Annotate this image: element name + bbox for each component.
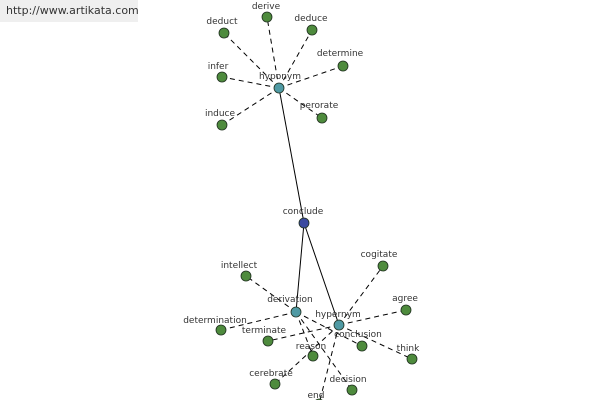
node-dot-terminate[interactable]	[262, 335, 274, 347]
node-dot-determine[interactable]	[337, 60, 349, 72]
node-deduct[interactable]: deduct	[206, 17, 238, 39]
edge-layer	[220, 16, 413, 400]
node-induce[interactable]: induce	[205, 109, 236, 131]
node-dot-reason[interactable]	[307, 350, 319, 362]
node-dot-derivation[interactable]	[290, 306, 302, 318]
node-label-intellect: intellect	[221, 261, 258, 271]
node-label-infer: infer	[208, 62, 229, 72]
edge-conclude-derivation	[295, 222, 305, 313]
node-decision[interactable]: decision	[329, 375, 367, 396]
node-dot-conclusion[interactable]	[356, 340, 368, 352]
node-label-reason: reason	[296, 342, 326, 352]
node-label-perorate: perorate	[300, 101, 339, 111]
node-dot-hypernym[interactable]	[333, 319, 345, 331]
node-label-determine: determine	[317, 49, 364, 59]
edge-conclude-hyponym	[278, 87, 305, 224]
node-label-end: end	[308, 391, 325, 400]
node-derive[interactable]: derive	[252, 2, 281, 23]
node-label-derive: derive	[252, 2, 281, 12]
node-dot-intellect[interactable]	[240, 270, 252, 282]
node-end[interactable]: end	[308, 391, 325, 400]
node-determination[interactable]: determination	[183, 316, 247, 336]
node-dot-infer[interactable]	[216, 71, 228, 83]
node-derivation[interactable]: derivation	[267, 295, 313, 318]
node-dot-hyponym[interactable]	[273, 82, 285, 94]
edge-derivation-intellect	[245, 275, 297, 313]
node-dot-cerebrate[interactable]	[269, 378, 281, 390]
edge-hyponym-deduct	[223, 32, 280, 89]
node-dot-perorate[interactable]	[316, 112, 328, 124]
node-label-derivation: derivation	[267, 295, 313, 305]
node-terminate[interactable]: terminate	[242, 326, 287, 347]
node-label-hyponym: hyponym	[259, 72, 301, 82]
node-label-think: think	[397, 344, 420, 354]
edge-hypernym-terminate	[267, 324, 340, 342]
node-infer[interactable]: infer	[208, 62, 229, 83]
node-think[interactable]: think	[397, 344, 420, 365]
node-agree[interactable]: agree	[392, 294, 418, 316]
edge-hyponym-induce	[221, 87, 280, 126]
node-label-conclusion: conclusion	[334, 330, 382, 340]
node-label-terminate: terminate	[242, 326, 287, 336]
node-label-hypernym: hypernym	[315, 310, 361, 320]
node-hyponym[interactable]: hyponym	[259, 72, 301, 94]
edge-derivation-determination	[220, 311, 297, 331]
node-label-deduct: deduct	[206, 17, 238, 27]
node-dot-conclude[interactable]	[298, 217, 310, 229]
node-deduce[interactable]: deduce	[294, 14, 328, 36]
edge-conclude-hypernym	[303, 222, 340, 326]
node-dot-deduce[interactable]	[306, 24, 318, 36]
node-intellect[interactable]: intellect	[221, 261, 258, 282]
node-dot-deduct[interactable]	[218, 27, 230, 39]
edge-derivation-reason	[295, 311, 314, 357]
node-dot-agree[interactable]	[400, 304, 412, 316]
node-conclusion[interactable]: conclusion	[334, 330, 382, 352]
edge-hypernym-end	[319, 324, 340, 400]
node-reason[interactable]: reason	[296, 342, 326, 362]
edge-derivation-decision	[295, 311, 353, 391]
node-dot-cogitate[interactable]	[377, 260, 389, 272]
node-label-agree: agree	[392, 294, 418, 304]
edge-hyponym-derive	[266, 16, 280, 89]
node-dot-determination[interactable]	[215, 324, 227, 336]
node-conclude[interactable]: conclude	[283, 207, 324, 229]
node-label-determination: determination	[183, 316, 247, 326]
node-perorate[interactable]: perorate	[300, 101, 339, 124]
node-label-induce: induce	[205, 109, 236, 119]
watermark-url: http://www.artikata.com	[0, 0, 139, 22]
node-determine[interactable]: determine	[317, 49, 364, 72]
edge-derivation-conclusion	[295, 311, 363, 347]
edge-hypernym-think	[338, 324, 413, 360]
edge-hyponym-deduce	[278, 29, 313, 89]
edge-hypernym-cogitate	[338, 265, 384, 326]
edge-hyponym-determine	[278, 65, 344, 89]
node-hypernym[interactable]: hypernym	[315, 310, 361, 331]
node-dot-think[interactable]	[406, 353, 418, 365]
node-cogitate[interactable]: cogitate	[361, 250, 398, 272]
node-label-deduce: deduce	[294, 14, 328, 24]
node-label-decision: decision	[329, 375, 366, 385]
node-dot-induce[interactable]	[216, 119, 228, 131]
edge-hypernym-agree	[338, 309, 407, 326]
node-cerebrate[interactable]: cerebrate	[249, 369, 293, 390]
node-label-conclude: conclude	[283, 207, 324, 217]
node-dot-decision[interactable]	[346, 384, 358, 396]
edge-hyponym-infer	[221, 76, 280, 89]
node-label-cogitate: cogitate	[361, 250, 398, 260]
node-label-cerebrate: cerebrate	[249, 369, 293, 379]
edge-hypernym-cerebrate	[274, 324, 340, 385]
node-dot-derive[interactable]	[261, 11, 273, 23]
